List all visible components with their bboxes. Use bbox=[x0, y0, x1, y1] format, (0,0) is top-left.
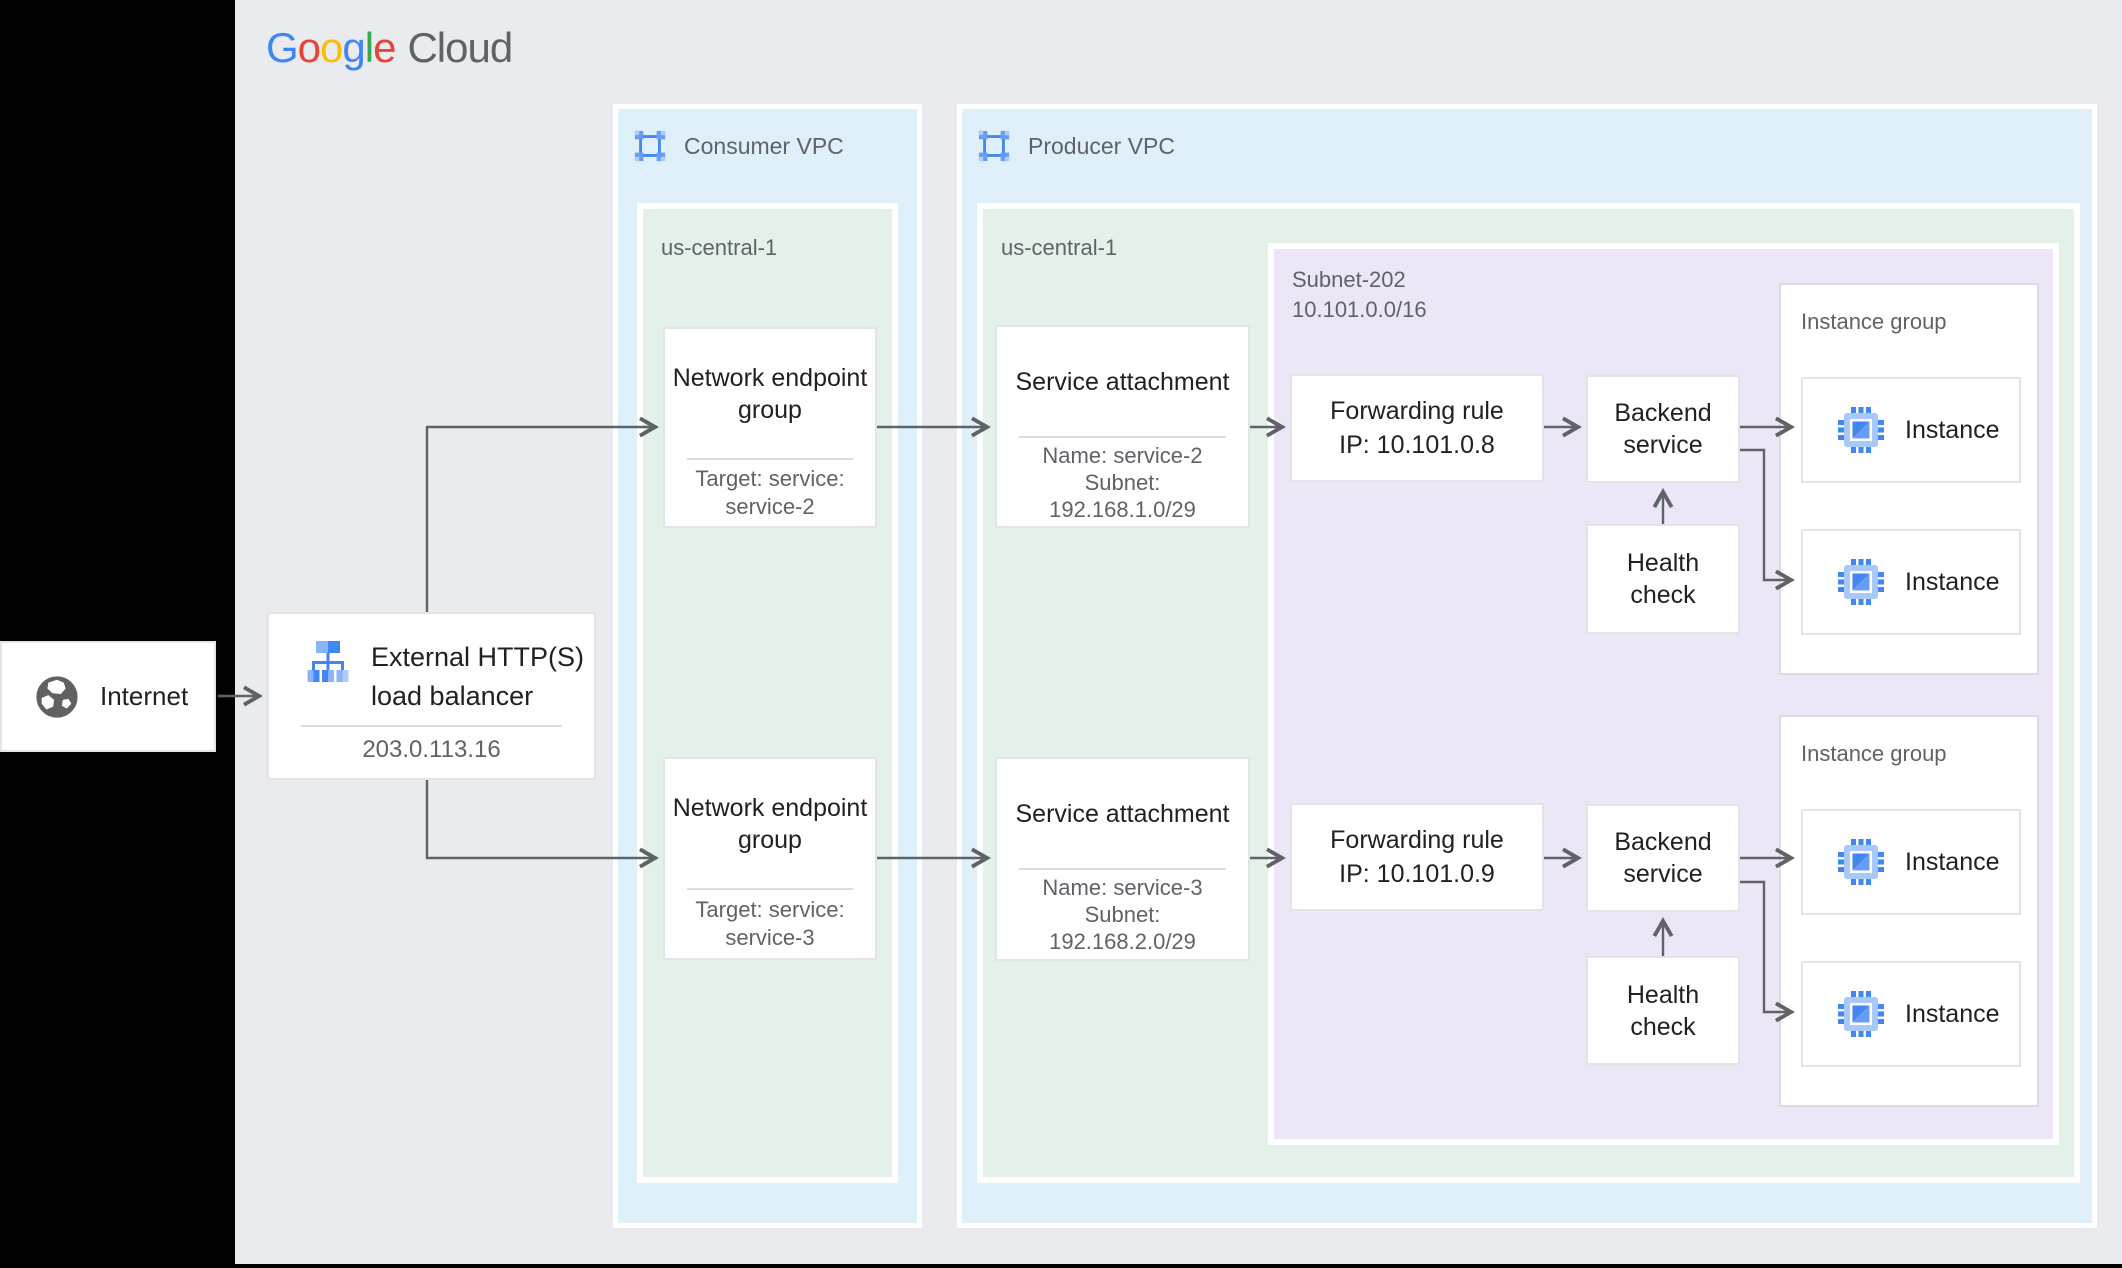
internet-label: Internet bbox=[100, 681, 189, 711]
service-attachment-2: Service attachment Name: service-3 Subne… bbox=[995, 757, 1250, 961]
logo-letter: e bbox=[373, 24, 396, 71]
subnet-name: Subnet-202 bbox=[1292, 267, 1406, 292]
sa2-subnet-label: Subnet: bbox=[1084, 902, 1161, 927]
compute-instance-icon bbox=[1838, 559, 1884, 605]
sa2-title: Service attachment bbox=[1015, 799, 1230, 828]
compute-instance-icon bbox=[1838, 991, 1884, 1037]
hc2-label: Health check bbox=[1626, 980, 1700, 1041]
load-balancer-title-line1: External HTTP(S) bbox=[371, 642, 585, 672]
service-attachment-1: Service attachment Name: service-2 Subne… bbox=[995, 325, 1250, 528]
logo-letter: G bbox=[266, 24, 299, 71]
instance-group-2: Instance group Instance bbox=[1779, 715, 2039, 1107]
sa2-subnet-cidr: 192.168.2.0/29 bbox=[1049, 929, 1196, 954]
consumer-vpc-header: Consumer VPC bbox=[633, 129, 844, 163]
logo-cloud-text: Cloud bbox=[407, 24, 513, 71]
logo-letter: o bbox=[297, 24, 321, 71]
divider bbox=[687, 888, 853, 890]
logo-letter: o bbox=[320, 24, 343, 71]
sa1-subnet-label: Subnet: bbox=[1084, 469, 1161, 495]
load-balancer-node: External HTTP(S) load balancer 203.0.113… bbox=[267, 612, 596, 780]
load-balancer-title-line2: load balancer bbox=[371, 681, 534, 711]
vpc-network-icon bbox=[634, 130, 666, 162]
compute-instance-icon bbox=[1838, 407, 1884, 453]
divider bbox=[301, 725, 562, 727]
neg1-target-line1: Target: service: bbox=[695, 466, 845, 491]
forwarding-rule-1: Forwarding rule IP: 10.101.0.8 bbox=[1290, 374, 1544, 482]
network-endpoint-group-2: Network endpoint group Target: service: … bbox=[663, 757, 877, 960]
subnet-label: Subnet-202 10.101.0.0/16 bbox=[1292, 265, 1427, 325]
neg1-title: Network endpoint group bbox=[672, 363, 868, 424]
instance-node: Instance bbox=[1801, 961, 2021, 1067]
instance-label: Instance bbox=[1905, 847, 2000, 876]
load-balancer-header: External HTTP(S) load balancer bbox=[302, 638, 584, 716]
consumer-region-label: us-central-1 bbox=[661, 235, 778, 260]
neg1-target-line2: service-2 bbox=[725, 494, 815, 519]
instance-label: Instance bbox=[1905, 567, 2000, 596]
logo-letter: g bbox=[342, 24, 365, 71]
health-check-1: Health check bbox=[1586, 524, 1740, 634]
neg2-title: Network endpoint group bbox=[672, 793, 868, 854]
vpc-network-icon bbox=[978, 130, 1010, 162]
producer-vpc-label: Producer VPC bbox=[1028, 132, 1176, 159]
instance-label: Instance bbox=[1905, 999, 2000, 1028]
forwarding-rule-2: Forwarding rule IP: 10.101.0.9 bbox=[1290, 803, 1544, 911]
globe-icon bbox=[36, 675, 78, 718]
load-balancer-title: External HTTP(S) load balancer bbox=[371, 638, 584, 716]
instance-node: Instance bbox=[1801, 809, 2021, 915]
logo-letter: l bbox=[364, 24, 374, 71]
sa1-name: Name: service-2 bbox=[1042, 442, 1203, 468]
neg2-target-line1: Target: service: bbox=[695, 897, 845, 922]
fr1-title: Forwarding rule bbox=[1330, 397, 1504, 425]
hc1-label: Health check bbox=[1626, 549, 1700, 609]
instance-node: Instance bbox=[1801, 529, 2021, 635]
divider bbox=[1019, 868, 1226, 870]
compute-instance-icon bbox=[1838, 839, 1884, 885]
backend-service-2: Backend service bbox=[1586, 804, 1740, 912]
internet-node: Internet bbox=[0, 641, 216, 752]
consumer-vpc-label: Consumer VPC bbox=[684, 132, 844, 159]
ig1-label: Instance group bbox=[1801, 309, 1947, 334]
subnet-cidr: 10.101.0.0/16 bbox=[1292, 297, 1427, 322]
load-balancer-icon bbox=[307, 641, 349, 682]
bs2-label: Backend service bbox=[1614, 828, 1712, 888]
instance-label: Instance bbox=[1905, 415, 2000, 444]
load-balancer-ip: 203.0.113.16 bbox=[362, 736, 501, 763]
sa2-name: Name: service-3 bbox=[1042, 875, 1203, 900]
sa1-title: Service attachment bbox=[1015, 367, 1230, 396]
bs1-label: Backend service bbox=[1614, 399, 1712, 459]
fr1-ip: IP: 10.101.0.8 bbox=[1339, 431, 1495, 459]
neg2-target-line2: service-3 bbox=[725, 925, 815, 950]
fr2-ip: IP: 10.101.0.9 bbox=[1339, 860, 1495, 888]
health-check-2: Health check bbox=[1586, 956, 1740, 1065]
sa1-subnet-cidr: 192.168.1.0/29 bbox=[1049, 496, 1196, 522]
backend-service-1: Backend service bbox=[1586, 375, 1740, 483]
fr2-title: Forwarding rule bbox=[1330, 826, 1504, 854]
network-endpoint-group-1: Network endpoint group Target: service: … bbox=[663, 327, 877, 528]
producer-vpc-header: Producer VPC bbox=[977, 129, 1175, 163]
divider bbox=[1019, 436, 1226, 438]
instance-group-1: Instance group Instance bbox=[1779, 283, 2039, 675]
divider bbox=[687, 458, 853, 460]
producer-region-label: us-central-1 bbox=[1001, 235, 1118, 260]
ig2-label: Instance group bbox=[1801, 741, 1947, 766]
instance-node: Instance bbox=[1801, 377, 2021, 483]
